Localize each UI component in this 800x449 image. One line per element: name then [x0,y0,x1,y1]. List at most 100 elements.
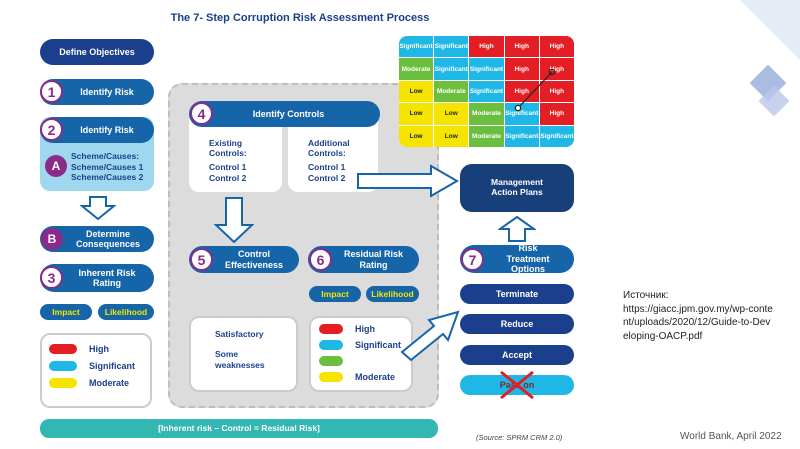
reference-label: Источник: [623,290,669,301]
matrix-cell: Significant [504,103,539,125]
down-arrow-middle [214,197,254,243]
legend-moderate-label: Moderate [89,378,130,388]
matrix-cell: Moderate [469,103,504,125]
mid-legend-extra-green [319,356,411,366]
diagram: The 7- Step Corruption Risk Assessment P… [40,12,574,442]
mid-legend-high-label: High [355,324,375,334]
scheme-line-0: Scheme/Causes: [71,151,140,161]
matrix-cell: Low [434,125,469,147]
matrix-cell: Significant [539,125,574,147]
matrix-cell: Low [399,80,434,103]
step6-badge: 6 [309,248,332,271]
matrix-cell: Moderate [434,80,469,103]
matrix-cell: High [504,80,539,103]
option-reduce: Reduce [460,314,574,334]
matrix-cell: Significant [399,36,434,58]
source-note: (Source: SPRM CRM 2.0) [476,433,563,442]
matrix-cell: Significant [504,125,539,147]
mid-legend-significant-swatch [319,340,343,350]
step2-label: Identify Risk [80,124,134,135]
matrix-cell: Low [434,103,469,125]
left-legend-moderate: Moderate [49,378,150,388]
middle-likelihood-tag: Likelihood [366,286,419,302]
step7-badge: 7 [461,248,484,271]
matrix-cell: High [539,80,574,103]
matrix-cell: Low [399,103,434,125]
stepB-badge: B [41,228,63,250]
matrix-cell: Significant [434,36,469,58]
reference-note: Источник: https://giacc.jpm.gov.my/wp-co… [623,289,773,343]
matrix-cell: High [504,58,539,80]
footer-credit: World Bank, April 2022 [680,431,782,442]
formula-bar: [Inherent risk – Control = Residual Risk… [40,419,438,438]
middle-impact-tag: Impact [309,286,361,302]
matrix-cell: High [504,36,539,58]
existing-item-0: Control 1 [209,162,247,173]
matrix-cell: Significant [469,80,504,103]
mid-legend-high: High [319,324,411,334]
stepB-label: Determine Consequences [75,228,141,249]
scheme-line-1: Scheme/Causes 1 [71,161,144,172]
pass-on-cross-icon [500,370,534,400]
additional-item-0: Control 1 [308,162,346,173]
step4-badge: 4 [190,102,213,125]
mid-legend-moderate-swatch [319,372,343,382]
down-arrow-left [80,196,116,220]
scheme-line-2: Scheme/Causes 2 [71,172,144,183]
option-accept: Accept [460,345,574,365]
step4-identify-controls: Identify Controls [189,101,380,127]
matrix-connector-line [514,68,556,112]
matrix-cell: Significant [434,58,469,80]
left-likelihood-tag: Likelihood [98,304,154,320]
define-objectives: Define Objectives [40,39,154,65]
matrix-cell: Low [399,125,434,147]
matrix-cell: High [539,103,574,125]
mid-legend-green-swatch [319,356,343,366]
effectiveness-some-weaknesses: Some weaknesses [215,349,265,370]
additional-controls: Additional Controls: Control 1 Control 2 [308,138,376,183]
legend-high-label: High [89,344,109,354]
mid-legend-significant: Significant [319,340,411,350]
step2-badge: 2 [40,118,63,141]
left-legend-box: High Significant Moderate [40,333,152,408]
legend-significant-label: Significant [89,361,136,371]
diagram-title: The 7- Step Corruption Risk Assessment P… [170,12,430,24]
step1-label: Identify Risk [80,86,134,97]
mid-legend-high-swatch [319,324,343,334]
scheme-causes-list: Scheme/Causes: Scheme/Causes 1 Scheme/Ca… [71,151,153,183]
existing-item-1: Control 2 [209,172,247,183]
up-arrow-right [498,216,536,242]
left-impact-tag: Impact [40,304,92,320]
step5-label: Control Effectiveness [224,249,284,270]
residual-legend-box: High Significant Moderate [309,316,413,392]
step1-badge: 1 [40,80,63,103]
left-legend-high: High [49,344,150,354]
option-terminate: Terminate [460,284,574,304]
legend-high-swatch [49,344,77,354]
decor-diamonds [740,0,800,117]
effectiveness-box: Satisfactory Some weaknesses [189,316,298,392]
existing-title: Existing Controls: [209,138,247,159]
step5-badge: 5 [190,248,213,271]
stepA-badge: A [45,155,67,177]
matrix-cell: High [539,58,574,80]
effectiveness-satisfactory: Satisfactory [215,329,264,339]
reference-url: https://giacc.jpm.gov.my/wp-content/uplo… [623,303,773,342]
matrix-cell: Moderate [469,125,504,147]
step3-label: Inherent Risk Rating [78,267,136,288]
matrix-cell: Moderate [399,58,434,80]
step6-label: Residual Risk Rating [343,249,404,270]
legend-moderate-swatch [49,378,77,388]
additional-item-1: Control 2 [308,172,346,183]
legend-significant-swatch [49,361,77,371]
mid-legend-moderate: Moderate [319,372,411,382]
step4-label: Identify Controls [252,108,325,119]
matrix-cell: High [469,36,504,58]
management-action-plans: Management Action Plans [460,164,574,212]
existing-controls: Existing Controls: Control 1 Control 2 [209,138,279,183]
mid-legend-significant-label: Significant [355,340,402,350]
matrix-cell: Significant [469,58,504,80]
step3-badge: 3 [40,266,63,289]
